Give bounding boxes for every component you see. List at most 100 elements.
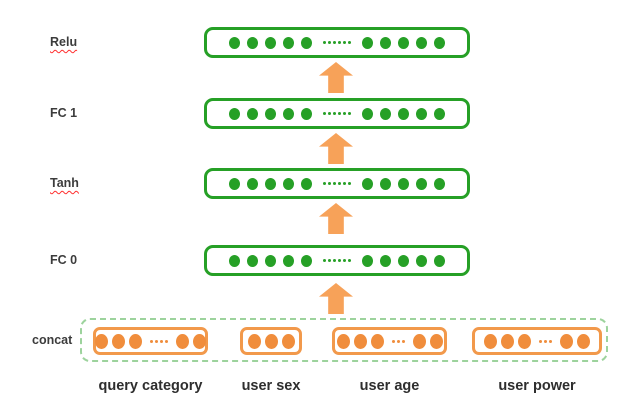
unit-dot bbox=[577, 333, 590, 349]
ellipsis-dot bbox=[539, 339, 542, 343]
ellipsis-dot bbox=[333, 41, 336, 44]
ellipsis-dot bbox=[323, 259, 326, 262]
ellipsis-dot bbox=[348, 41, 351, 44]
ellipsis-dot bbox=[338, 41, 341, 44]
unit-dot bbox=[247, 36, 258, 49]
unit-dot bbox=[434, 254, 445, 267]
unit-dot bbox=[398, 36, 409, 49]
ellipsis-dot bbox=[150, 339, 153, 343]
unit-dot bbox=[380, 254, 391, 267]
input-label: query category bbox=[98, 378, 203, 394]
ellipsis-dot bbox=[338, 182, 341, 185]
unit-dot bbox=[129, 333, 142, 349]
unit-dot bbox=[283, 107, 294, 120]
input-box bbox=[472, 327, 602, 355]
input-label: user age bbox=[359, 378, 420, 394]
ellipsis-dot bbox=[155, 339, 158, 343]
unit-dot bbox=[398, 254, 409, 267]
ellipsis-dot bbox=[343, 182, 346, 185]
unit-dot bbox=[95, 333, 108, 349]
unit-dot bbox=[501, 333, 514, 349]
input-box bbox=[332, 327, 447, 355]
unit-dot bbox=[247, 107, 258, 120]
unit-dot bbox=[301, 107, 312, 120]
unit-dot bbox=[229, 177, 240, 190]
ellipsis-dots bbox=[323, 182, 351, 185]
dot-row bbox=[229, 254, 445, 267]
unit-dot bbox=[380, 36, 391, 49]
ellipsis-dot bbox=[343, 112, 346, 115]
up-arrow-icon bbox=[319, 133, 353, 164]
ellipsis-dots bbox=[150, 339, 168, 343]
input-label: user sex bbox=[241, 378, 301, 394]
unit-dot bbox=[362, 107, 373, 120]
ellipsis-dot bbox=[333, 259, 336, 262]
ellipsis-dot bbox=[348, 259, 351, 262]
ellipsis-dot bbox=[343, 259, 346, 262]
unit-dot bbox=[429, 333, 443, 349]
dot-row bbox=[229, 177, 445, 190]
unit-dot bbox=[112, 333, 125, 349]
input-box bbox=[240, 327, 302, 355]
unit-dot bbox=[301, 36, 312, 49]
ellipsis-dot bbox=[338, 112, 341, 115]
ellipsis-dot bbox=[401, 339, 405, 343]
ellipsis-dot bbox=[348, 112, 351, 115]
unit-dot bbox=[247, 177, 258, 190]
ellipsis-dots bbox=[323, 112, 351, 115]
unit-dot bbox=[247, 254, 258, 267]
unit-dot bbox=[416, 107, 427, 120]
unit-dot bbox=[283, 36, 294, 49]
layer-label: FC 0 bbox=[50, 253, 78, 267]
layer-label: FC 1 bbox=[50, 106, 78, 120]
unit-dot bbox=[264, 333, 278, 349]
dot-row bbox=[336, 333, 443, 349]
unit-dot bbox=[193, 333, 206, 349]
unit-dot bbox=[176, 333, 189, 349]
ellipsis-dot bbox=[343, 41, 346, 44]
layer-label: Tanh bbox=[50, 176, 79, 190]
unit-dot bbox=[229, 254, 240, 267]
ellipsis-dot bbox=[323, 41, 326, 44]
unit-dot bbox=[518, 333, 531, 349]
unit-dot bbox=[336, 333, 350, 349]
layer-box bbox=[204, 98, 470, 129]
up-arrow-icon bbox=[319, 283, 353, 314]
unit-dot bbox=[353, 333, 367, 349]
ellipsis-dot bbox=[160, 339, 163, 343]
unit-dot bbox=[265, 254, 276, 267]
unit-dot bbox=[265, 107, 276, 120]
unit-dot bbox=[416, 254, 427, 267]
concat-label: concat bbox=[32, 333, 73, 347]
ellipsis-dot bbox=[323, 112, 326, 115]
ellipsis-dot bbox=[338, 259, 341, 262]
ellipsis-dot bbox=[544, 339, 547, 343]
unit-dot bbox=[484, 333, 497, 349]
ellipsis-dots bbox=[323, 259, 351, 262]
unit-dot bbox=[229, 107, 240, 120]
ellipsis-dot bbox=[391, 339, 395, 343]
ellipsis-dot bbox=[328, 112, 331, 115]
layer-box bbox=[204, 245, 470, 276]
ellipsis-dot bbox=[328, 41, 331, 44]
unit-dot bbox=[362, 254, 373, 267]
ellipsis-dot bbox=[333, 112, 336, 115]
unit-dot bbox=[362, 177, 373, 190]
dot-row bbox=[229, 107, 445, 120]
unit-dot bbox=[247, 333, 261, 349]
input-label: user power bbox=[498, 378, 576, 394]
ellipsis-dots bbox=[323, 41, 351, 44]
unit-dot bbox=[283, 254, 294, 267]
unit-dot bbox=[416, 177, 427, 190]
unit-dot bbox=[301, 177, 312, 190]
ellipsis-dot bbox=[328, 259, 331, 262]
unit-dot bbox=[434, 177, 445, 190]
up-arrow-icon bbox=[319, 203, 353, 234]
unit-dot bbox=[398, 107, 409, 120]
ellipsis-dot bbox=[396, 339, 400, 343]
ellipsis-dot bbox=[333, 182, 336, 185]
input-box bbox=[93, 327, 208, 355]
dot-row bbox=[247, 333, 295, 349]
layer-box bbox=[204, 168, 470, 199]
